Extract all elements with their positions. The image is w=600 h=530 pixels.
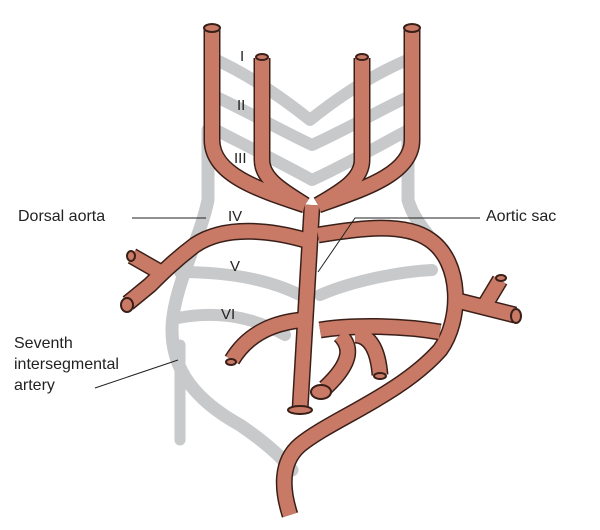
artery-right-arch-4 <box>123 224 307 309</box>
arch-numeral-4: IV <box>228 208 243 225</box>
label-seventh-intersegmental-artery: Seventh intersegmental artery <box>14 333 119 396</box>
cut-end-left-int-carotid <box>355 53 369 61</box>
label-dorsal-aorta: Dorsal aorta <box>18 208 106 225</box>
leader-aortic-sac <box>317 217 480 273</box>
grey-arch-1 <box>206 52 418 126</box>
arteries <box>122 30 518 518</box>
leader-seventh-intersegmental <box>94 359 179 389</box>
artery-aortic-sac-trunk <box>293 204 319 411</box>
regressed-vessels <box>165 52 455 477</box>
artery-left-internal-carotid <box>314 58 369 212</box>
arch-numeral-6: VI <box>221 306 236 323</box>
arch-numeral-3: III <box>234 150 247 167</box>
cut-end-left-subclavian <box>510 308 522 324</box>
leader-lines <box>94 217 480 389</box>
artery-right-internal-carotid <box>255 58 309 211</box>
cut-end-right-ext-carotid <box>203 23 221 33</box>
cut-end-pulmonary-2 <box>373 372 387 380</box>
cut-end-right-int-carotid <box>255 53 269 61</box>
artery-right-subclavian-branch <box>128 249 164 279</box>
grey-arch-2 <box>206 89 418 151</box>
artery-ductus-arteriosus <box>318 319 442 339</box>
label-aortic-sac: Aortic sac <box>486 208 557 225</box>
cut-end-right-pulmonary <box>225 358 237 366</box>
artery-left-subclavian-branch <box>478 276 507 309</box>
label-seventh-line-1: Seventh <box>14 335 73 352</box>
label-seventh-line-2: intersegmental <box>14 356 119 373</box>
arch-numeral-1: I <box>240 48 245 65</box>
cut-end-left-subclavian-branch <box>495 274 507 282</box>
artery-pulmonary-branch-1 <box>320 330 355 394</box>
label-seventh-line-3: artery <box>14 377 55 394</box>
cut-end-trunk <box>287 405 313 415</box>
arch-numeral-5: V <box>230 258 241 275</box>
grey-arch-5-right <box>314 264 438 301</box>
grey-arch-3 <box>206 122 418 186</box>
cut-end-left-ext-carotid <box>403 23 421 33</box>
cut-end-right-subclavian <box>120 297 134 313</box>
artery-pulmonary-branch-2 <box>354 328 387 376</box>
artery-left-arch-4-descending-aorta <box>277 221 463 518</box>
cut-end-right-subclavian-branch <box>126 250 136 262</box>
arch-numeral-2: II <box>237 97 246 114</box>
artery-left-subclavian <box>453 293 517 322</box>
cut-end-pulmonary-1 <box>310 384 332 400</box>
grey-arch-5 <box>174 266 306 301</box>
artery-right-pulmonary <box>225 313 303 364</box>
vessel-cut-ends <box>120 23 522 415</box>
